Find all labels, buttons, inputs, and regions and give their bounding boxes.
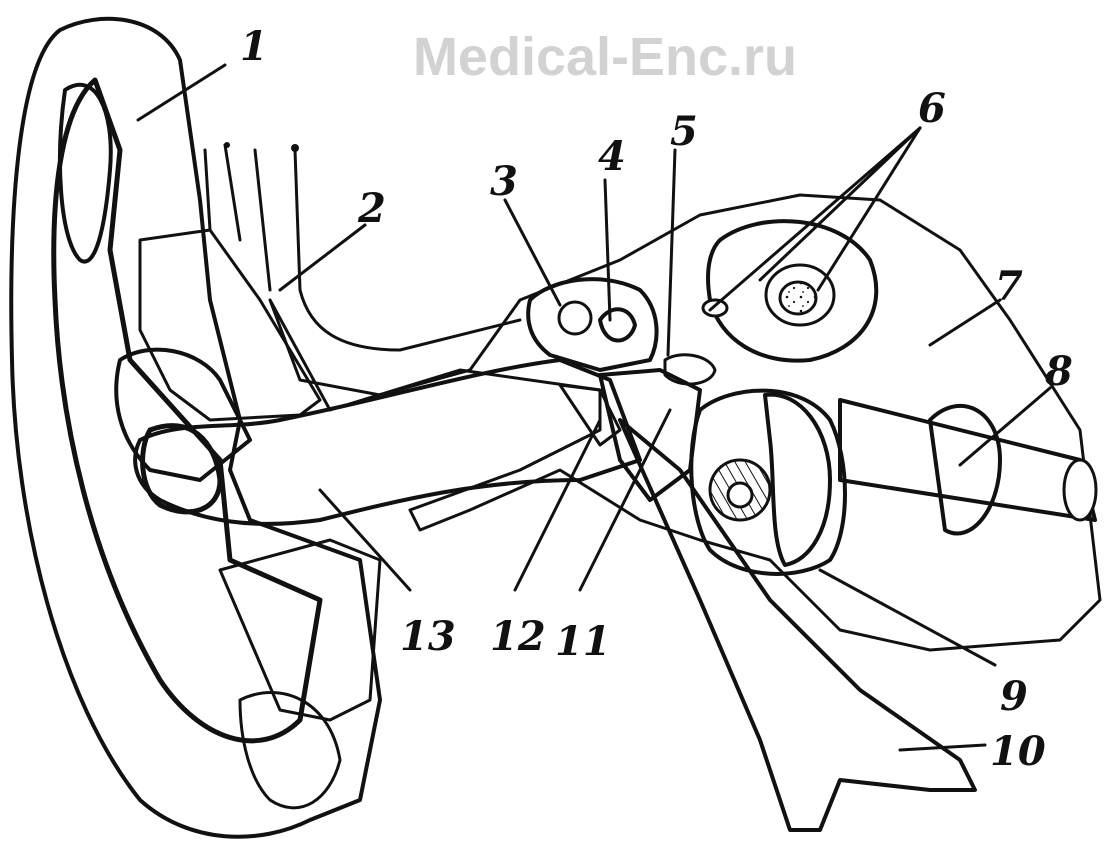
label-5: 5 bbox=[670, 108, 698, 155]
label-7: 7 bbox=[995, 263, 1023, 310]
canal-opening bbox=[143, 426, 220, 512]
label-11: 11 bbox=[555, 618, 611, 665]
temporal-bone bbox=[270, 195, 1100, 650]
label-10: 10 bbox=[990, 728, 1046, 775]
watermark-text: Medical-Enc.ru bbox=[413, 27, 797, 87]
label-9: 9 bbox=[1000, 673, 1028, 720]
stapes bbox=[665, 355, 715, 384]
label-2: 2 bbox=[357, 185, 386, 232]
label-6: 6 bbox=[918, 85, 946, 132]
auditory-nerve bbox=[840, 400, 1096, 534]
muscle-strands bbox=[205, 142, 520, 350]
label-1: 1 bbox=[240, 23, 268, 70]
label-12: 12 bbox=[490, 613, 546, 660]
label-4: 4 bbox=[598, 133, 626, 180]
cochlea bbox=[691, 391, 845, 574]
label-8: 8 bbox=[1044, 348, 1073, 395]
label-3: 3 bbox=[490, 158, 518, 205]
label-13: 13 bbox=[400, 613, 456, 660]
canal-cartilage-upper bbox=[140, 230, 320, 420]
